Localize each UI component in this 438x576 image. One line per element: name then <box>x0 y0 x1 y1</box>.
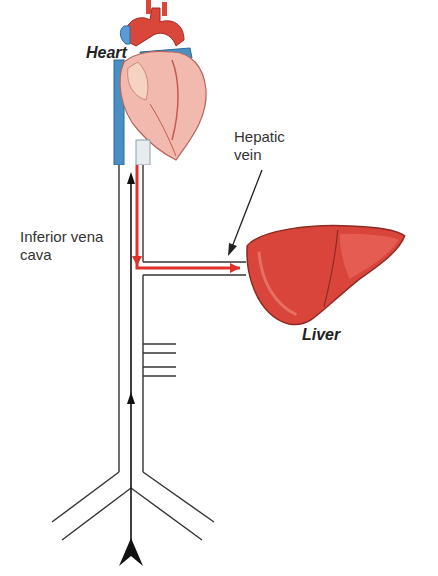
heart-node: Heart <box>80 0 220 165</box>
organ-label: Heart <box>86 44 127 62</box>
liver-node: Liver <box>240 222 410 350</box>
organ-label: Liver <box>302 326 340 344</box>
flow-arrow <box>119 172 143 566</box>
vessel-label: Hepatic vein <box>234 128 304 164</box>
vessel-label: Inferior vena cava <box>20 228 104 264</box>
heart-illustration <box>80 0 220 165</box>
blood-flow-connector <box>132 165 240 273</box>
